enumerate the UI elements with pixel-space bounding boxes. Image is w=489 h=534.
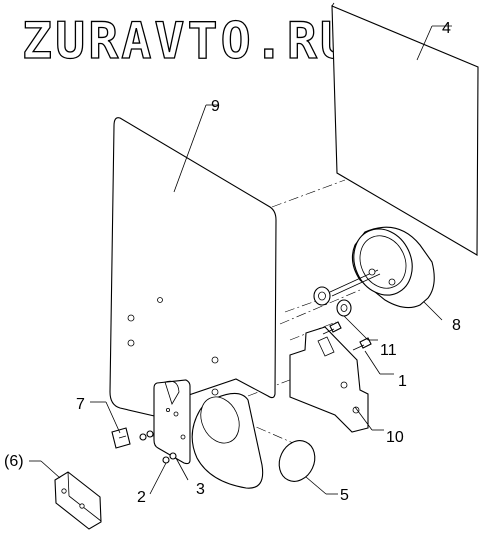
label-part-1: 1 [398, 373, 407, 390]
part-6-angle-bracket [54, 471, 102, 530]
label-part-8: 8 [452, 317, 461, 334]
label-part-6: (6) [4, 453, 24, 470]
label-part-11: 11 [380, 342, 397, 359]
label-part-4: 4 [442, 20, 451, 37]
bracket-plate [153, 379, 191, 465]
label-part-3: 3 [196, 481, 205, 498]
label-part-10: 10 [386, 429, 404, 446]
label-part-5: 5 [340, 487, 349, 504]
part-9-panel [109, 117, 277, 419]
part-1-bolts [322, 321, 372, 351]
leader-lines [29, 25, 452, 495]
part-7-clip [111, 427, 131, 449]
part-5-disc [278, 440, 316, 482]
part-8-lamp [329, 226, 435, 309]
part-10-bracket [289, 326, 369, 433]
watermark-text: ZURAVTO.RU [22, 12, 353, 70]
label-part-2: 2 [137, 489, 146, 506]
part-2-3-fasteners [139, 430, 177, 464]
part-numbers: 4 9 8 11 1 10 5 7 2 3 (6) [4, 20, 461, 506]
part-4-panel [331, 2, 479, 256]
part-5-flap [191, 392, 264, 489]
label-part-9: 9 [211, 98, 220, 115]
part-11-nuts [313, 286, 352, 317]
label-part-7: 7 [76, 396, 85, 413]
